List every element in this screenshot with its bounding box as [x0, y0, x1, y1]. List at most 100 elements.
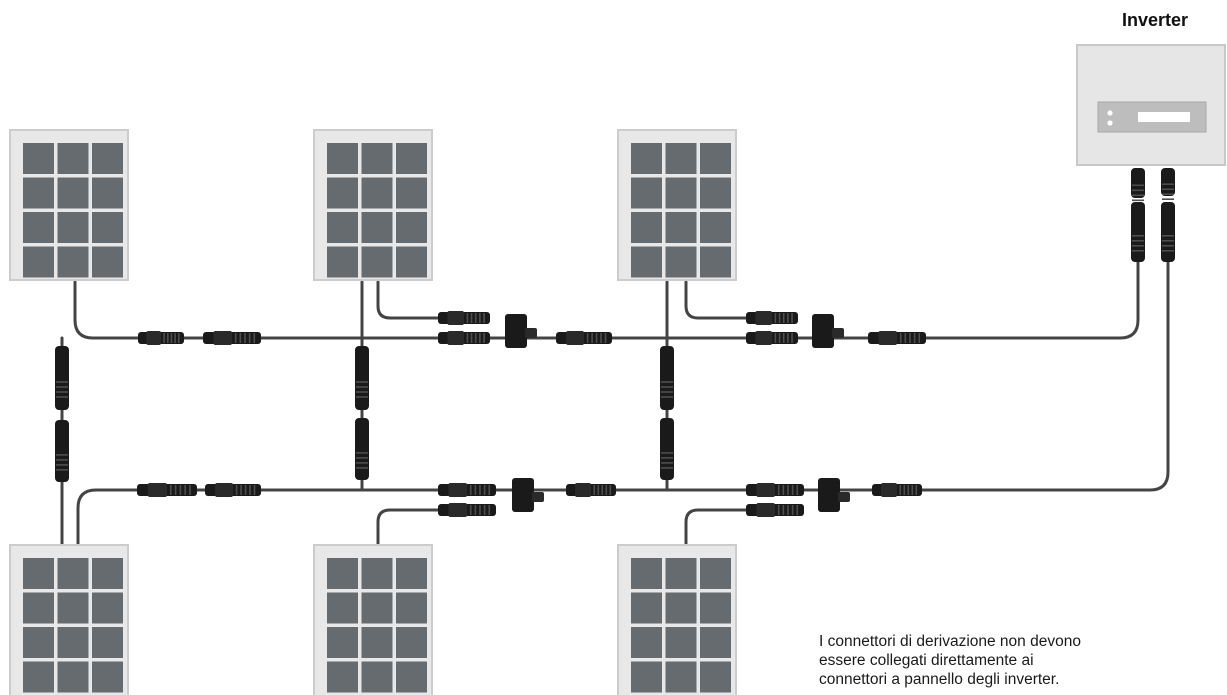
- panel-cell: [92, 627, 123, 658]
- panel-cell: [57, 592, 89, 624]
- panel-cell: [57, 627, 89, 658]
- panel-cell: [396, 558, 427, 589]
- connector-ridge: [184, 485, 186, 495]
- connector-ridge: [782, 505, 785, 515]
- panel-cell: [327, 592, 358, 624]
- connector-ridge: [178, 333, 180, 343]
- solar-panel-icon: [9, 544, 129, 695]
- connector-body: [1131, 202, 1145, 262]
- connector-ridge: [796, 505, 799, 515]
- connector-body: [1161, 168, 1175, 196]
- panel-cell: [665, 143, 697, 174]
- mc4-connector-icon: [566, 483, 616, 497]
- connector-grip: [447, 311, 464, 325]
- panel-cell: [361, 212, 393, 243]
- connector-ridge: [249, 485, 251, 495]
- connector-grip: [566, 331, 584, 345]
- connector-grip: [575, 483, 591, 497]
- cable: [376, 280, 472, 320]
- connector-ridge: [661, 391, 673, 393]
- connector-ridge: [470, 333, 473, 343]
- connector-ridge: [469, 485, 472, 495]
- panel-cell: [57, 558, 89, 589]
- panel-cell: [57, 661, 89, 693]
- connector-ridge: [778, 333, 781, 343]
- inverter-display: [1138, 112, 1190, 122]
- panel-cell: [396, 246, 427, 278]
- warning-note: I connettori di derivazione non devono e…: [819, 632, 1219, 689]
- solar-panel-icon: [9, 129, 129, 281]
- connector-grip: [448, 503, 467, 517]
- solar-panel-icon: [313, 129, 433, 281]
- branch-output: [838, 492, 850, 502]
- panel-cell: [665, 627, 697, 658]
- connector-ridge: [604, 333, 607, 343]
- branch-connector-icon: [512, 478, 544, 512]
- panel-cell: [361, 627, 393, 658]
- connector-ridge: [782, 313, 785, 323]
- connector-ridge: [479, 333, 481, 343]
- connector-body: [660, 346, 674, 410]
- panel-cell: [92, 246, 123, 278]
- connector-grip: [146, 331, 161, 345]
- branch-body: [505, 314, 527, 348]
- connector-ridge: [915, 485, 918, 495]
- connector-ridge: [911, 485, 914, 495]
- connector-ridge: [56, 464, 68, 466]
- panel-cell: [92, 212, 123, 243]
- branch-body: [812, 314, 834, 348]
- connector-ridge: [235, 485, 238, 495]
- connector-ridge: [593, 485, 596, 495]
- connector-ridge: [474, 313, 477, 323]
- connector-ridge: [170, 333, 173, 343]
- connector-ridge: [488, 505, 491, 515]
- note-line-1: I connettori di derivazione non devono: [819, 633, 1081, 650]
- mc4-connector-icon: [746, 331, 798, 345]
- branch-connector-icon: [812, 314, 844, 348]
- panel-cell: [23, 212, 54, 243]
- panel-cell: [57, 177, 89, 209]
- inverter-led: [1107, 110, 1113, 116]
- panel-cell: [92, 143, 123, 174]
- panel-cell: [327, 246, 358, 278]
- mc4-connector-icon: [1161, 168, 1175, 200]
- panel-cell: [23, 558, 54, 589]
- panel-cell: [23, 177, 54, 209]
- connector-ridge: [56, 459, 68, 461]
- panel-cell: [631, 212, 662, 243]
- panel-cell: [700, 661, 731, 693]
- mc4-connector-icon: [355, 346, 369, 410]
- connector-ridge: [356, 386, 368, 388]
- connector-body: [1131, 168, 1145, 198]
- connector-ridge: [170, 485, 172, 495]
- connector-ridge: [483, 485, 486, 495]
- panel-cell: [92, 592, 123, 624]
- panel-cell: [396, 143, 427, 174]
- panel-cell: [361, 177, 393, 209]
- connector-ridge: [356, 457, 368, 459]
- connector-ridge: [907, 485, 910, 495]
- connector-ridge: [253, 333, 256, 343]
- connector-grip: [147, 483, 167, 497]
- connector-ridge: [609, 485, 612, 495]
- connector-ridge: [174, 485, 177, 495]
- connector-ridge: [1162, 245, 1174, 247]
- connector-ridge: [904, 333, 907, 343]
- connector-ridge: [189, 485, 191, 495]
- connector-body: [355, 346, 369, 410]
- connector-body: [1161, 202, 1175, 262]
- mc4-connector-icon: [660, 346, 674, 410]
- panel-cell: [631, 627, 662, 658]
- connector-ridge: [774, 333, 777, 343]
- connector-ridge: [1132, 194, 1144, 197]
- panel-cell: [92, 177, 123, 209]
- connector-ridge: [1132, 199, 1144, 202]
- connector-ridge: [778, 313, 781, 323]
- connector-ridge: [899, 485, 902, 495]
- connector-ridge: [248, 333, 251, 343]
- note-line-3: connettori a pannello degli inverter.: [819, 671, 1060, 688]
- connector-ridge: [240, 485, 242, 495]
- inverter-title: Inverter: [1121, 10, 1189, 30]
- connector-body: [660, 418, 674, 480]
